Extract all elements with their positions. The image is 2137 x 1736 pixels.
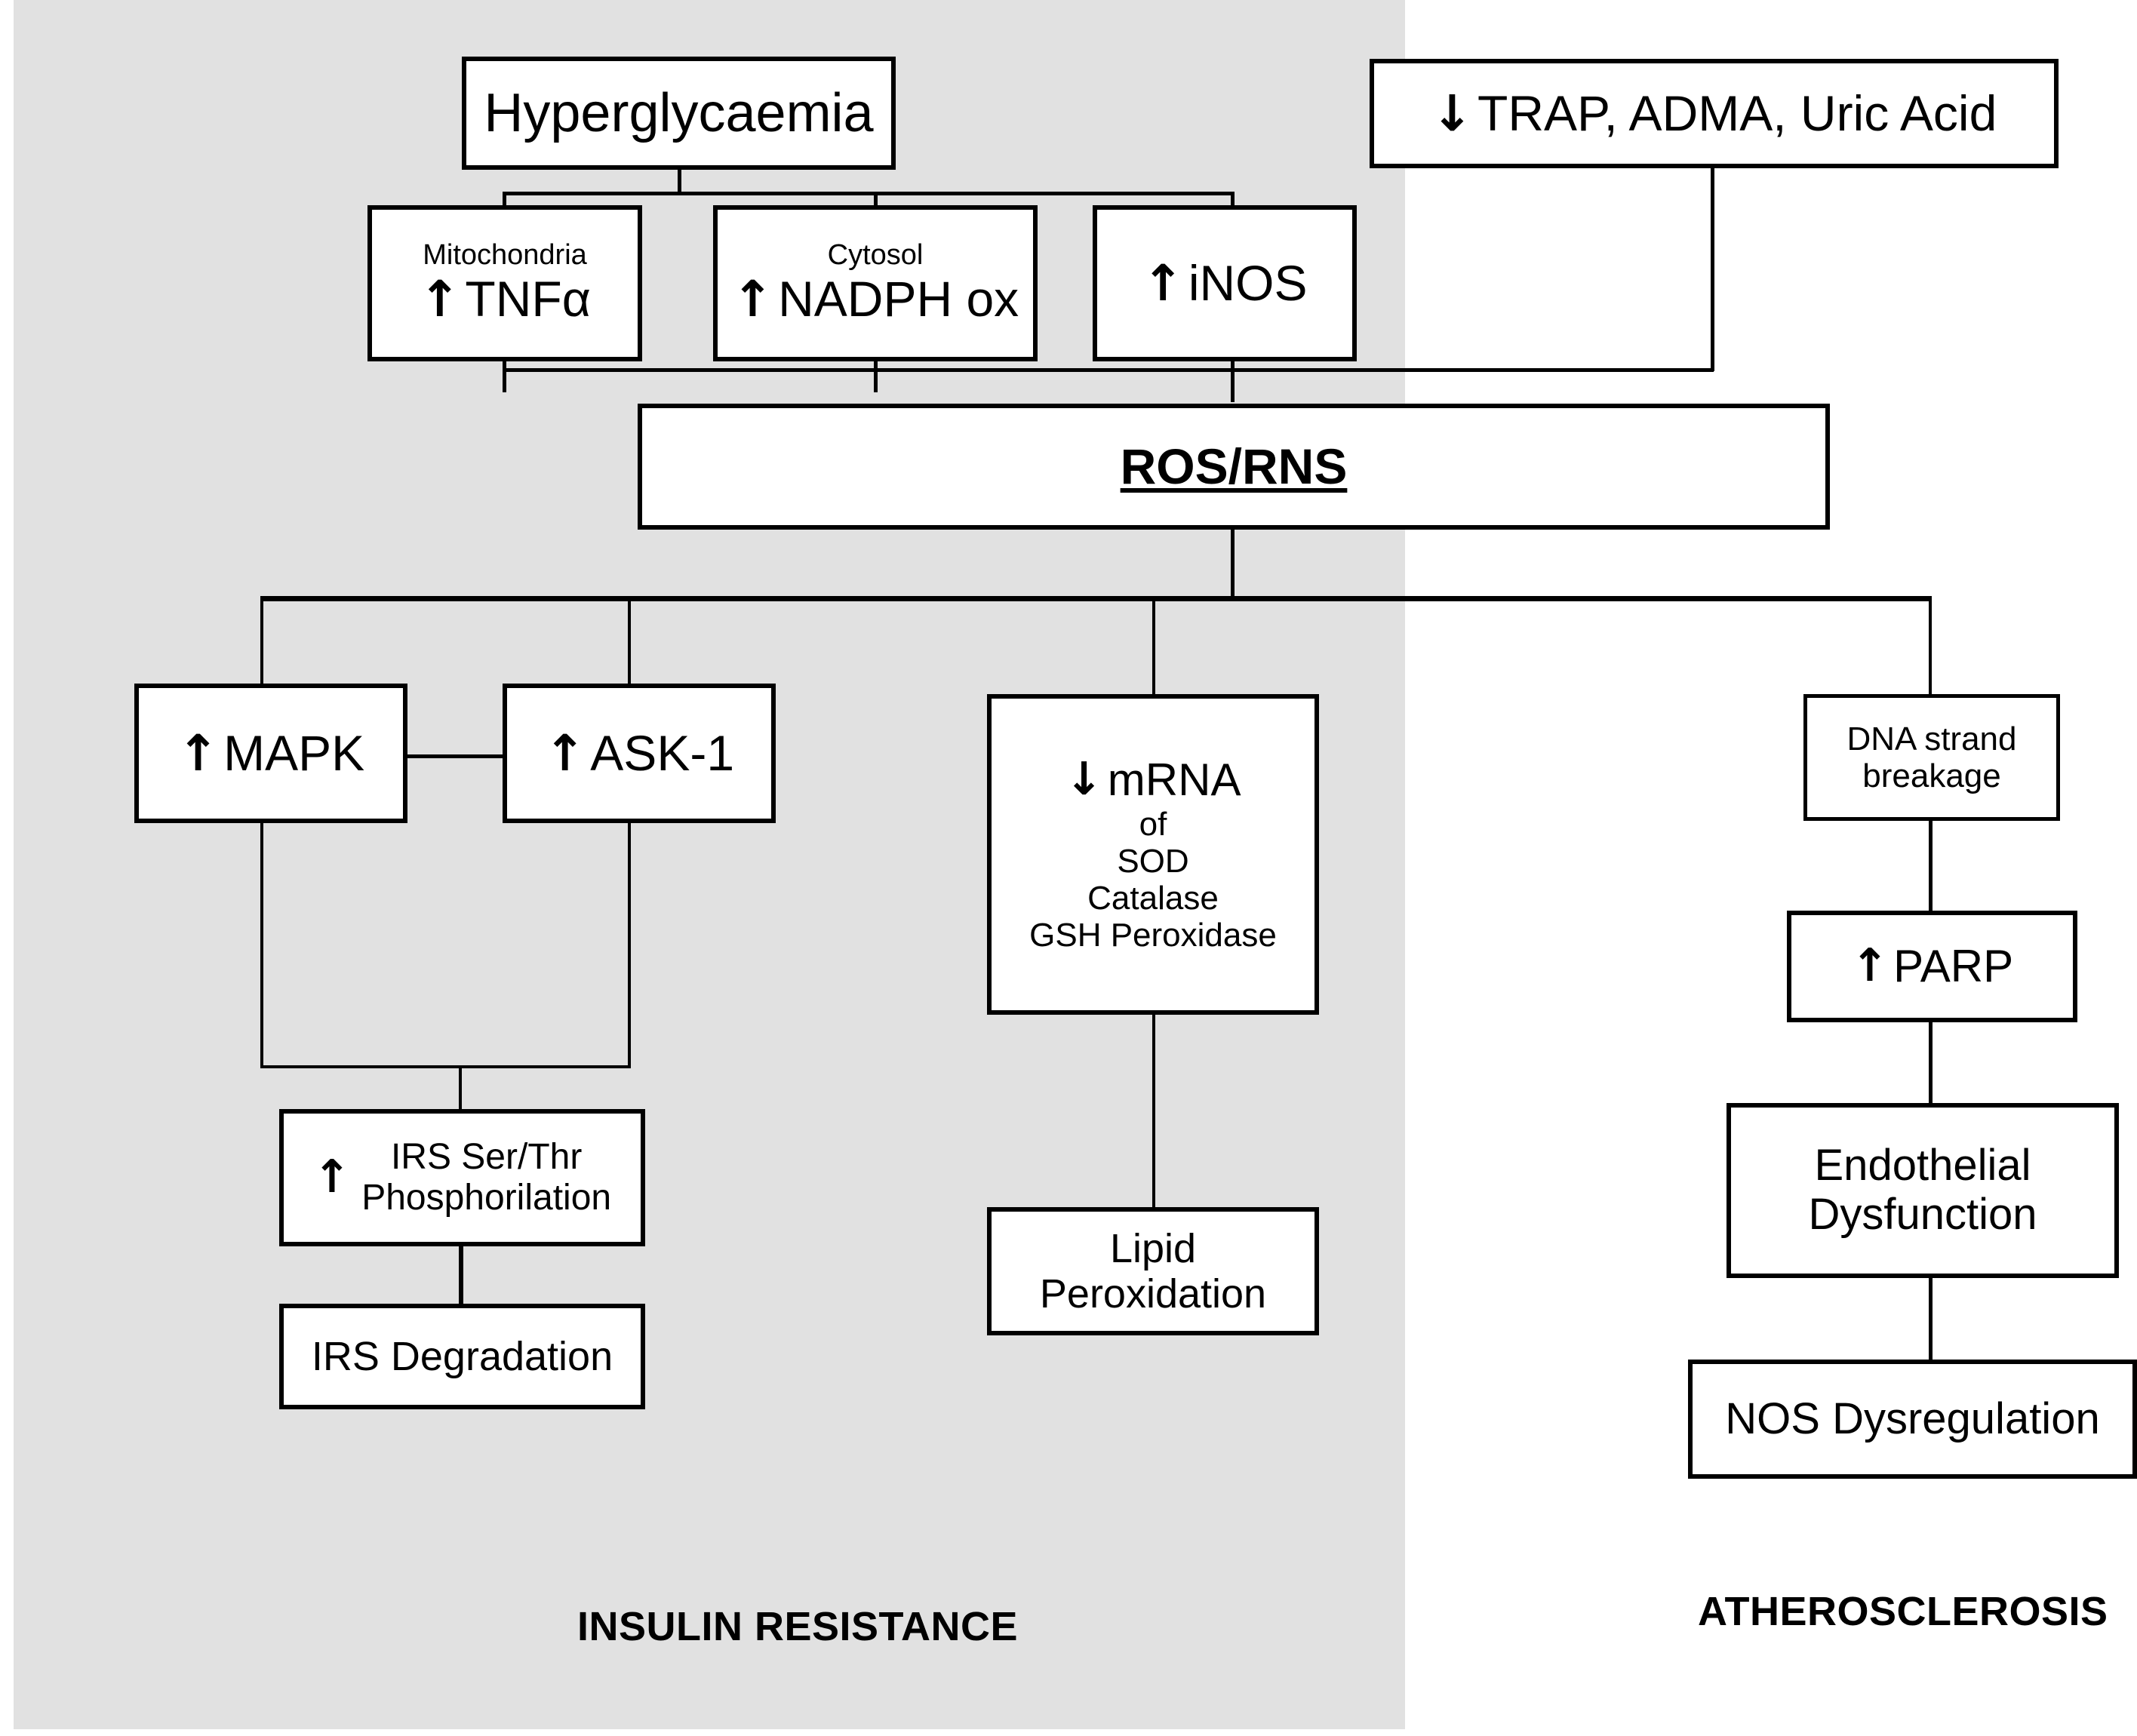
node-irs-ser-thr-phosphorilation[interactable]: ↑ IRS Ser/Thr Phosphorilation xyxy=(279,1109,645,1246)
up-arrow-icon: ↑ xyxy=(419,269,461,328)
node-ros-rns-label: ROS/RNS xyxy=(1120,438,1348,494)
up-arrow-icon: ↑ xyxy=(543,724,586,782)
node-irs-degradation-label: IRS Degradation xyxy=(311,1333,613,1379)
down-arrow-icon: ↓ xyxy=(1431,84,1473,143)
connector-to-inos xyxy=(1231,192,1235,208)
node-ask1-main: ↑ASK-1 xyxy=(543,724,735,782)
node-mrna-line-sod: SOD xyxy=(1117,842,1189,880)
node-endothelial-dysfunction[interactable]: Endothelial Dysfunction xyxy=(1727,1103,2119,1278)
node-inos-label: iNOS xyxy=(1188,254,1308,311)
node-irs-phos-line1: IRS Ser/Thr xyxy=(390,1137,583,1178)
connector-main-bus xyxy=(260,596,1932,601)
node-trap-label: TRAP, ADMA, Uric Acid xyxy=(1477,84,1997,141)
node-mrna-downregulation[interactable]: ↓mRNA of SOD Catalase GSH Peroxidase xyxy=(987,694,1319,1015)
node-parp-label: PARP xyxy=(1893,941,2014,992)
node-mrna-label: mRNA xyxy=(1107,754,1241,806)
node-tnfa-main: ↑TNFα xyxy=(419,269,591,328)
connector-endo-to-nos xyxy=(1929,1275,1933,1362)
node-parp[interactable]: ↑PARP xyxy=(1787,911,2077,1022)
node-tnfa-label: TNFα xyxy=(465,270,591,327)
node-irs-degradation[interactable]: IRS Degradation xyxy=(279,1304,645,1409)
connector-bus-to-mrna xyxy=(1152,596,1155,694)
up-arrow-icon: ↑ xyxy=(731,269,774,328)
connector-hyperglycaemia-bus xyxy=(503,192,1235,195)
up-arrow-icon: ↑ xyxy=(312,1151,352,1204)
connector-join-to-irs xyxy=(459,1065,462,1111)
node-mrna-line-gsh-peroxidase: GSH Peroxidase xyxy=(1029,917,1277,954)
node-dna-strand-breakage[interactable]: DNA strand breakage xyxy=(1803,694,2060,821)
connector-ask1-to-mapk xyxy=(407,754,507,758)
node-lipid-peroxidation-line2: Peroxidation xyxy=(1039,1271,1267,1317)
connector-mapk-down xyxy=(260,822,263,1068)
node-tnfa[interactable]: Mitochondria ↑TNFα xyxy=(367,205,642,361)
down-arrow-icon: ↓ xyxy=(1065,753,1103,807)
connector-nadph-down xyxy=(874,358,878,392)
connector-bus-to-ask1 xyxy=(628,596,631,685)
connector-bus-to-rosrns xyxy=(1231,368,1235,402)
node-nadph-sublabel: Cytosol xyxy=(827,239,924,272)
connector-mapk-ask1-join xyxy=(260,1065,631,1068)
node-parp-main: ↑PARP xyxy=(1850,939,2014,993)
node-ros-rns[interactable]: ROS/RNS xyxy=(638,404,1830,530)
caption-insulin-resistance: INSULIN RESISTANCE xyxy=(577,1604,1019,1649)
connector-dna-to-parp xyxy=(1929,819,1933,913)
connector-tnfa-down xyxy=(503,358,506,392)
connector-rosrns-down xyxy=(1231,528,1235,600)
node-nadph-main: ↑NADPH ox xyxy=(731,269,1019,328)
connector-parp-to-endo xyxy=(1929,1019,1933,1105)
connector-bus-to-mapk xyxy=(260,596,263,685)
node-hyperglycaemia[interactable]: Hyperglycaemia xyxy=(462,57,896,170)
connector-sources-bus xyxy=(503,368,1714,372)
connector-bus-to-dna xyxy=(1929,596,1932,696)
node-endothelial-line1: Endothelial xyxy=(1814,1141,2031,1191)
connector-trap-down xyxy=(1711,167,1714,371)
node-mapk-main: ↑MAPK xyxy=(177,724,365,782)
up-arrow-icon: ↑ xyxy=(1850,939,1889,993)
node-ask1[interactable]: ↑ASK-1 xyxy=(503,684,776,823)
node-mrna-line-catalase: Catalase xyxy=(1087,880,1219,917)
node-lipid-peroxidation-line1: Lipid xyxy=(1109,1225,1197,1271)
node-nos-dysregulation[interactable]: NOS Dysregulation xyxy=(1688,1360,2137,1479)
node-irs-phos-line2: Phosphorilation xyxy=(361,1178,612,1218)
node-trap-main: ↓TRAP, ADMA, Uric Acid xyxy=(1431,84,1997,143)
node-inos-main: ↑iNOS xyxy=(1142,253,1308,312)
connector-to-nadph xyxy=(874,192,878,208)
node-hyperglycaemia-label: Hyperglycaemia xyxy=(484,82,874,143)
caption-atherosclerosis: ATHEROSCLEROSIS xyxy=(1698,1589,2108,1634)
node-endothelial-line2: Dysfunction xyxy=(1808,1190,2037,1239)
node-tnfa-sublabel: Mitochondria xyxy=(423,239,587,272)
node-mrna-main: ↓mRNA xyxy=(1065,753,1241,807)
node-dna-line2: breakage xyxy=(1862,757,2001,794)
up-arrow-icon: ↑ xyxy=(1142,253,1184,312)
connector-mrna-to-lipid xyxy=(1152,1014,1155,1210)
connector-to-tnfa xyxy=(503,192,506,208)
node-lipid-peroxidation[interactable]: Lipid Peroxidation xyxy=(987,1207,1319,1335)
node-ask1-label: ASK-1 xyxy=(590,724,735,781)
connector-ask1-down xyxy=(628,822,631,1068)
node-mrna-line-of: of xyxy=(1139,805,1167,843)
node-dna-line1: DNA strand xyxy=(1846,720,2017,757)
node-trap-adma-uric-acid[interactable]: ↓TRAP, ADMA, Uric Acid xyxy=(1370,59,2059,168)
connector-hyperglycaemia-stub xyxy=(678,167,681,195)
connector-irs-phos-to-deg xyxy=(459,1246,463,1307)
up-arrow-icon: ↑ xyxy=(177,724,220,782)
node-mapk-label: MAPK xyxy=(223,724,365,781)
node-nos-dysregulation-label: NOS Dysregulation xyxy=(1725,1393,2100,1443)
node-mapk[interactable]: ↑MAPK xyxy=(134,684,407,823)
node-nadph-ox[interactable]: Cytosol ↑NADPH ox xyxy=(713,205,1038,361)
node-nadph-label: NADPH ox xyxy=(778,270,1019,327)
node-irs-phos-main: ↑ IRS Ser/Thr Phosphorilation xyxy=(313,1137,611,1218)
node-inos[interactable]: ↑iNOS xyxy=(1093,205,1357,361)
